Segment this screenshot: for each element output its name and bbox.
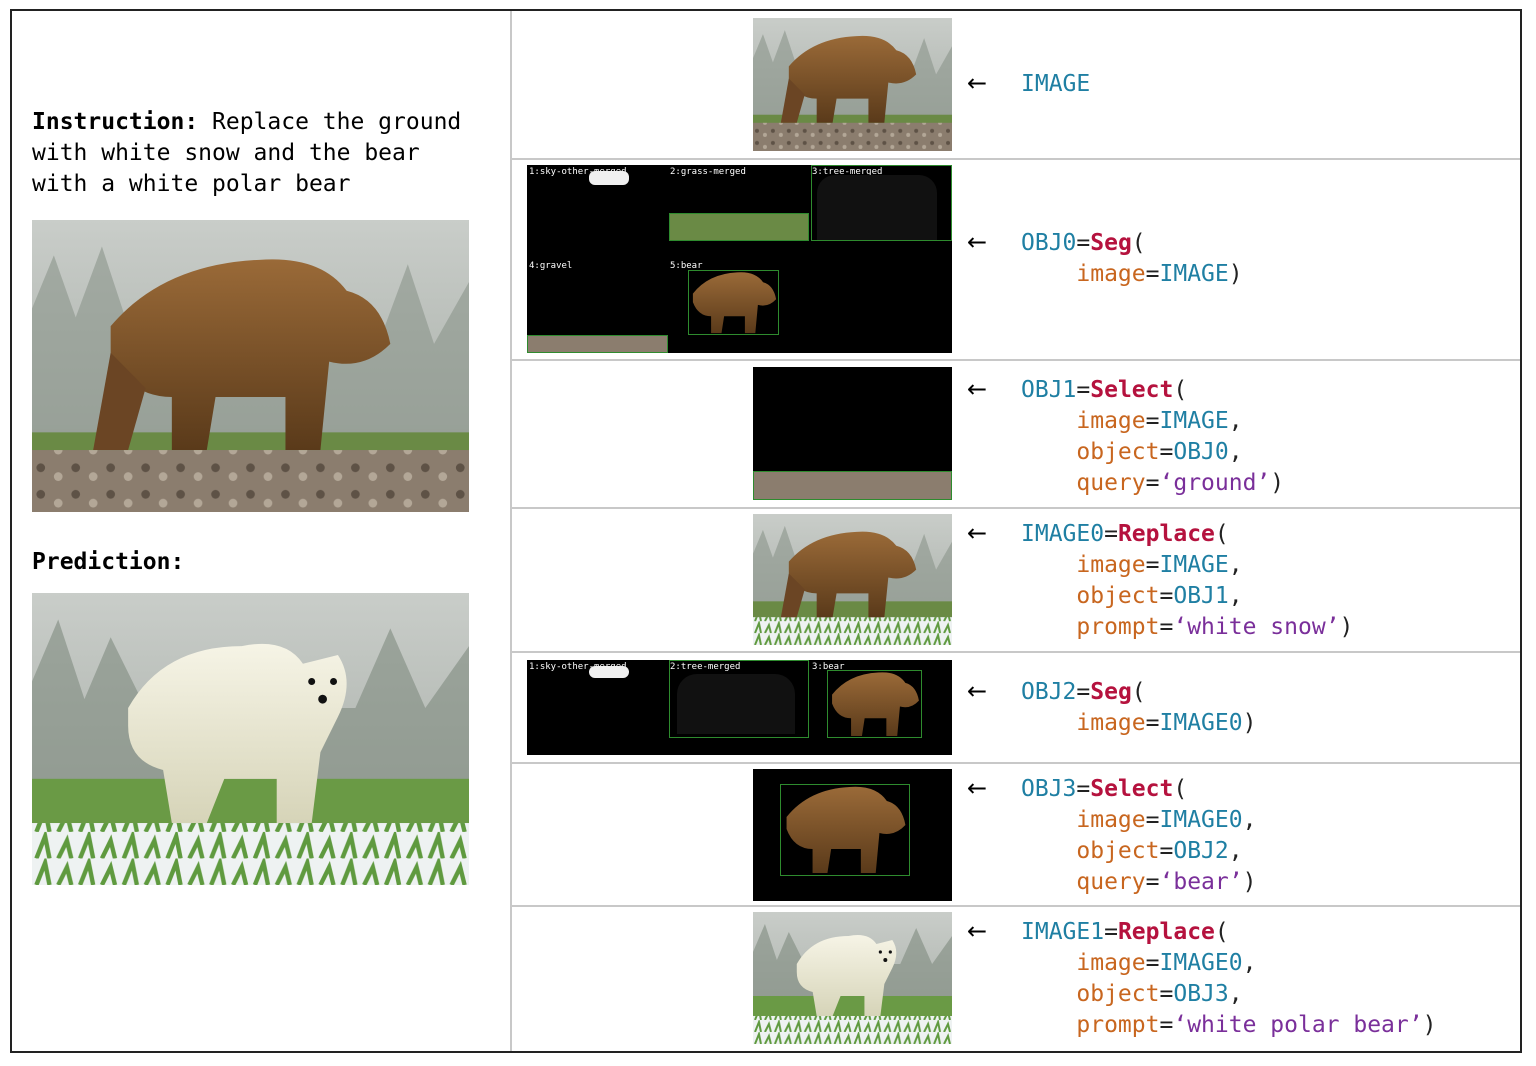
arrow-icon: ← [967,228,988,256]
code-arg-val: IMAGE [1159,552,1229,578]
seg-label: 2:tree-merged [670,662,741,672]
code-arg-key: query [1076,470,1146,496]
prediction-label: Prediction: [32,549,185,575]
code-punct: , [1228,408,1243,434]
code-arg-str: ‘ground’ [1159,470,1271,496]
code-punct: ) [1339,614,1354,640]
instruction-body: Replace the ground with white snow and t… [32,109,462,197]
code-var: IMAGE0 [1021,521,1105,547]
seg-label: 2:grass-merged [670,167,746,177]
code-arg-key: image [1076,710,1146,736]
code-block: IMAGE0=Replace( image=IMAGE, object=OBJ1… [1021,521,1354,640]
arrow-icon: ← [967,69,988,97]
code-var: IMAGE [1021,71,1091,97]
seg-label: 3:tree-merged [812,167,883,177]
code-arg-key: object [1076,838,1160,864]
segmentation-grid: 1:sky-other-merged 2:tree-merged 3:bear [527,660,952,755]
code-punct: , [1228,552,1243,578]
input-photo [32,220,469,512]
code-punct: , [1228,838,1243,864]
code-fn: Replace [1117,521,1215,547]
code-arg-str: ‘white polar bear’ [1173,1012,1423,1038]
code-block: OBJ3=Select( image=IMAGE0, object=OBJ2, … [1021,776,1257,895]
code-punct: , [1242,950,1257,976]
step-row-image1: ← IMAGE1=Replace( image=IMAGE0, object=O… [512,907,1520,1053]
code-punct: , [1228,981,1243,1007]
code-arg-key: object [1076,981,1160,1007]
code-var: OBJ0 [1021,230,1077,256]
code-block: IMAGE1=Replace( image=IMAGE0, object=OBJ… [1021,919,1437,1038]
code-arg-val: OBJ1 [1173,583,1229,609]
segmentation-grid: 1:sky-other-merged 2:grass-merged 3:tree… [527,165,952,353]
code-punct: , [1228,583,1243,609]
arrow-icon: ← [967,519,988,547]
code-fn: Select [1090,776,1174,802]
seg-label: 3:bear [812,662,845,672]
code-line: IMAGE [1021,69,1090,100]
code-arg-val: OBJ3 [1173,981,1229,1007]
code-punct: ) [1242,710,1257,736]
code-punct: , [1242,807,1257,833]
code-fn: Seg [1090,230,1132,256]
left-panel: Instruction: Replace the ground with whi… [12,11,512,1051]
figure-frame: Instruction: Replace the ground with whi… [10,9,1522,1053]
step-thumbnail [753,514,952,645]
code-fn: Seg [1090,679,1132,705]
code-block: OBJ2=Seg( image=IMAGE0) [1021,679,1257,736]
code-arg-val: IMAGE [1159,261,1229,287]
code-arg-key: image [1076,552,1146,578]
code-arg-key: query [1076,869,1146,895]
seg-label: 4:gravel [529,261,573,271]
arrow-icon: ← [967,917,988,945]
code-arg-str: ‘white snow’ [1173,614,1340,640]
instruction-text: Instruction: Replace the ground with whi… [32,107,482,200]
arrow-icon: ← [967,375,988,403]
code-arg-val: OBJ2 [1173,838,1229,864]
code-punct: , [1228,439,1243,465]
code-block: OBJ0=Seg( image=IMAGE) [1021,230,1243,287]
seg-label: 5:bear [670,261,703,271]
code-arg-val: IMAGE0 [1159,710,1243,736]
step-row-image: ← IMAGE [512,11,1520,160]
code-punct: ) [1422,1012,1437,1038]
step-row-obj0: 1:sky-other-merged 2:grass-merged 3:tree… [512,160,1520,361]
code-arg-val: IMAGE [1159,408,1229,434]
code-arg-key: prompt [1076,614,1160,640]
prediction-photo [32,593,469,885]
step-row-obj2: 1:sky-other-merged 2:tree-merged 3:bear … [512,653,1520,764]
code-punct: ) [1228,261,1243,287]
step-thumbnail [753,912,952,1044]
step-thumbnail [753,769,952,901]
step-row-obj1: ← OBJ1=Select( image=IMAGE, object=OBJ0,… [512,361,1520,509]
code-arg-key: image [1076,261,1146,287]
code-arg-key: object [1076,583,1160,609]
step-row-image0: ← IMAGE0=Replace( image=IMAGE, object=OB… [512,509,1520,653]
code-punct: ) [1270,470,1285,496]
code-var: OBJ2 [1021,679,1077,705]
code-arg-key: image [1076,807,1146,833]
instruction-label: Instruction: [32,109,199,135]
code-punct: ) [1242,869,1257,895]
code-var: OBJ3 [1021,776,1077,802]
code-var: OBJ1 [1021,377,1077,403]
step-row-obj3: ← OBJ3=Select( image=IMAGE0, object=OBJ2… [512,764,1520,907]
arrow-icon: ← [967,677,988,705]
code-block: OBJ1=Select( image=IMAGE, object=OBJ0, q… [1021,377,1285,496]
code-arg-str: ‘bear’ [1159,869,1243,895]
code-arg-key: prompt [1076,1012,1160,1038]
seg-label: 1:sky-other-merged [529,662,627,672]
code-fn: Select [1090,377,1174,403]
code-arg-val: IMAGE0 [1159,950,1243,976]
step-thumbnail [753,18,952,151]
code-arg-val: OBJ0 [1173,439,1229,465]
code-arg-key: object [1076,439,1160,465]
seg-label: 1:sky-other-merged [529,167,627,177]
arrow-icon: ← [967,774,988,802]
step-thumbnail [753,367,952,500]
code-arg-val: IMAGE0 [1159,807,1243,833]
code-fn: Replace [1117,919,1215,945]
code-var: IMAGE1 [1021,919,1105,945]
code-arg-key: image [1076,950,1146,976]
code-arg-key: image [1076,408,1146,434]
